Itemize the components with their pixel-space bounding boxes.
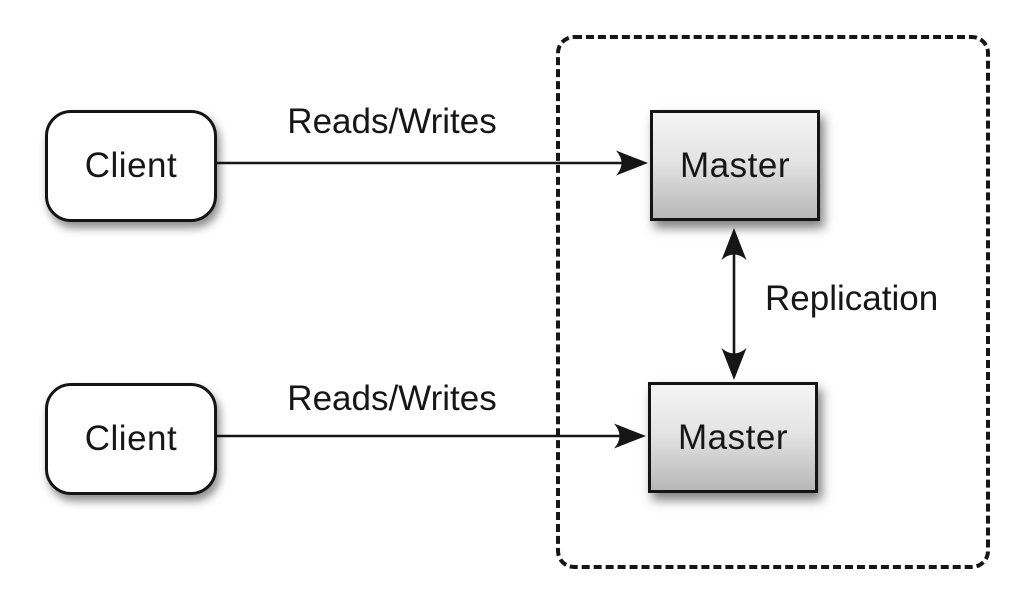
node-client-bottom-label: Client (84, 419, 178, 458)
dashed-group-container (556, 35, 990, 569)
node-client-bottom: Client (45, 383, 217, 495)
node-client-top-label: Client (84, 146, 178, 185)
node-client-top: Client (45, 110, 217, 222)
node-master-top: Master (650, 110, 820, 221)
node-master-top-label: Master (680, 145, 790, 185)
node-master-bottom: Master (648, 382, 818, 493)
edge-label-reads-writes-top: Reads/Writes (287, 102, 497, 141)
edge-label-reads-writes-bottom: Reads/Writes (287, 379, 497, 418)
node-master-bottom-label: Master (678, 417, 788, 457)
edge-label-replication: Replication (765, 279, 939, 318)
